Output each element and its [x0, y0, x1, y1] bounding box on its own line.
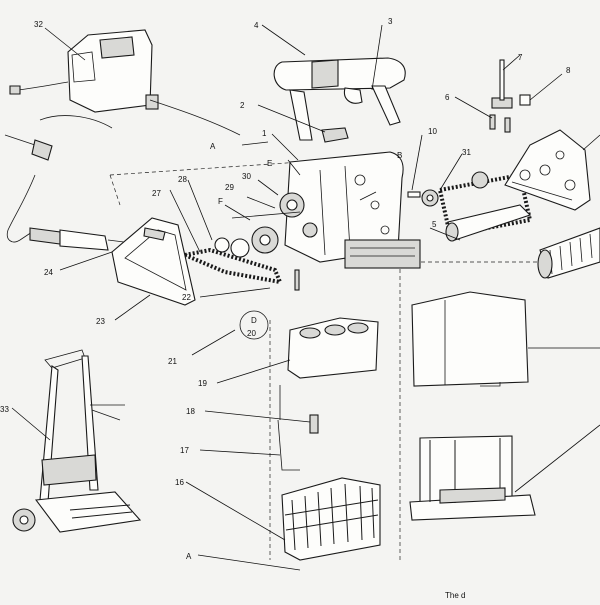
- pin: [294, 269, 300, 291]
- callout-29: 29: [225, 183, 234, 192]
- handle-assembly: [273, 57, 406, 141]
- caddy-cart: [12, 349, 142, 533]
- callout-17: 17: [180, 446, 189, 455]
- callout-32: 32: [34, 20, 43, 29]
- callout-6: 6: [445, 93, 450, 102]
- callout-24: 24: [44, 268, 53, 277]
- left-track: [178, 247, 284, 285]
- callout-D-circle: [239, 310, 269, 340]
- floating-cable: [4, 115, 141, 251]
- callout-4: 4: [254, 21, 259, 30]
- callout-E: E: [267, 159, 272, 168]
- right-drive-assembly: [407, 171, 533, 242]
- callout-33: 33: [0, 405, 9, 414]
- callout-16: 16: [175, 478, 184, 487]
- left-side-panel: [111, 217, 196, 306]
- callout-10: 10: [428, 127, 437, 136]
- callout-18: 18: [186, 407, 195, 416]
- filter-frame: [409, 435, 536, 521]
- callout-31: 31: [462, 148, 471, 157]
- callout-23: 23: [96, 317, 105, 326]
- callout-22: 22: [182, 293, 191, 302]
- footer-caption: The d: [445, 591, 465, 600]
- callout-B: B: [397, 151, 402, 160]
- handle-clip: [321, 127, 349, 143]
- gear-assembly: [214, 192, 318, 258]
- fittings: [489, 59, 531, 133]
- support-rod: [277, 385, 319, 471]
- callout-D: D: [251, 316, 257, 325]
- callout-8: 8: [566, 66, 571, 75]
- callout-30: 30: [242, 172, 251, 181]
- callout-21: 21: [168, 357, 177, 366]
- callout-5: 5: [432, 220, 437, 229]
- callout-1: 1: [262, 129, 267, 138]
- right-edge-leaders: [514, 134, 600, 493]
- callout-3: 3: [388, 17, 393, 26]
- callout-F: F: [218, 197, 223, 206]
- reference-frame-lines: [109, 159, 600, 560]
- right-side-panel: [504, 129, 591, 211]
- filter-bag: [287, 317, 379, 379]
- filter-cover: [411, 291, 529, 387]
- callout-27: 27: [152, 189, 161, 198]
- callout-A-bottom: A: [186, 552, 192, 561]
- callout-19: 19: [198, 379, 207, 388]
- callout-A-top: A: [210, 142, 216, 151]
- callout-20: 20: [247, 329, 256, 338]
- motor-body: [284, 151, 421, 269]
- callout-2: 2: [240, 101, 245, 110]
- power-supply-unit: [9, 29, 241, 136]
- leader-lines: [11, 24, 563, 571]
- brush: [537, 227, 600, 279]
- callout-7: 7: [518, 53, 523, 62]
- callout-28: 28: [178, 175, 187, 184]
- filter-basket: [281, 477, 381, 561]
